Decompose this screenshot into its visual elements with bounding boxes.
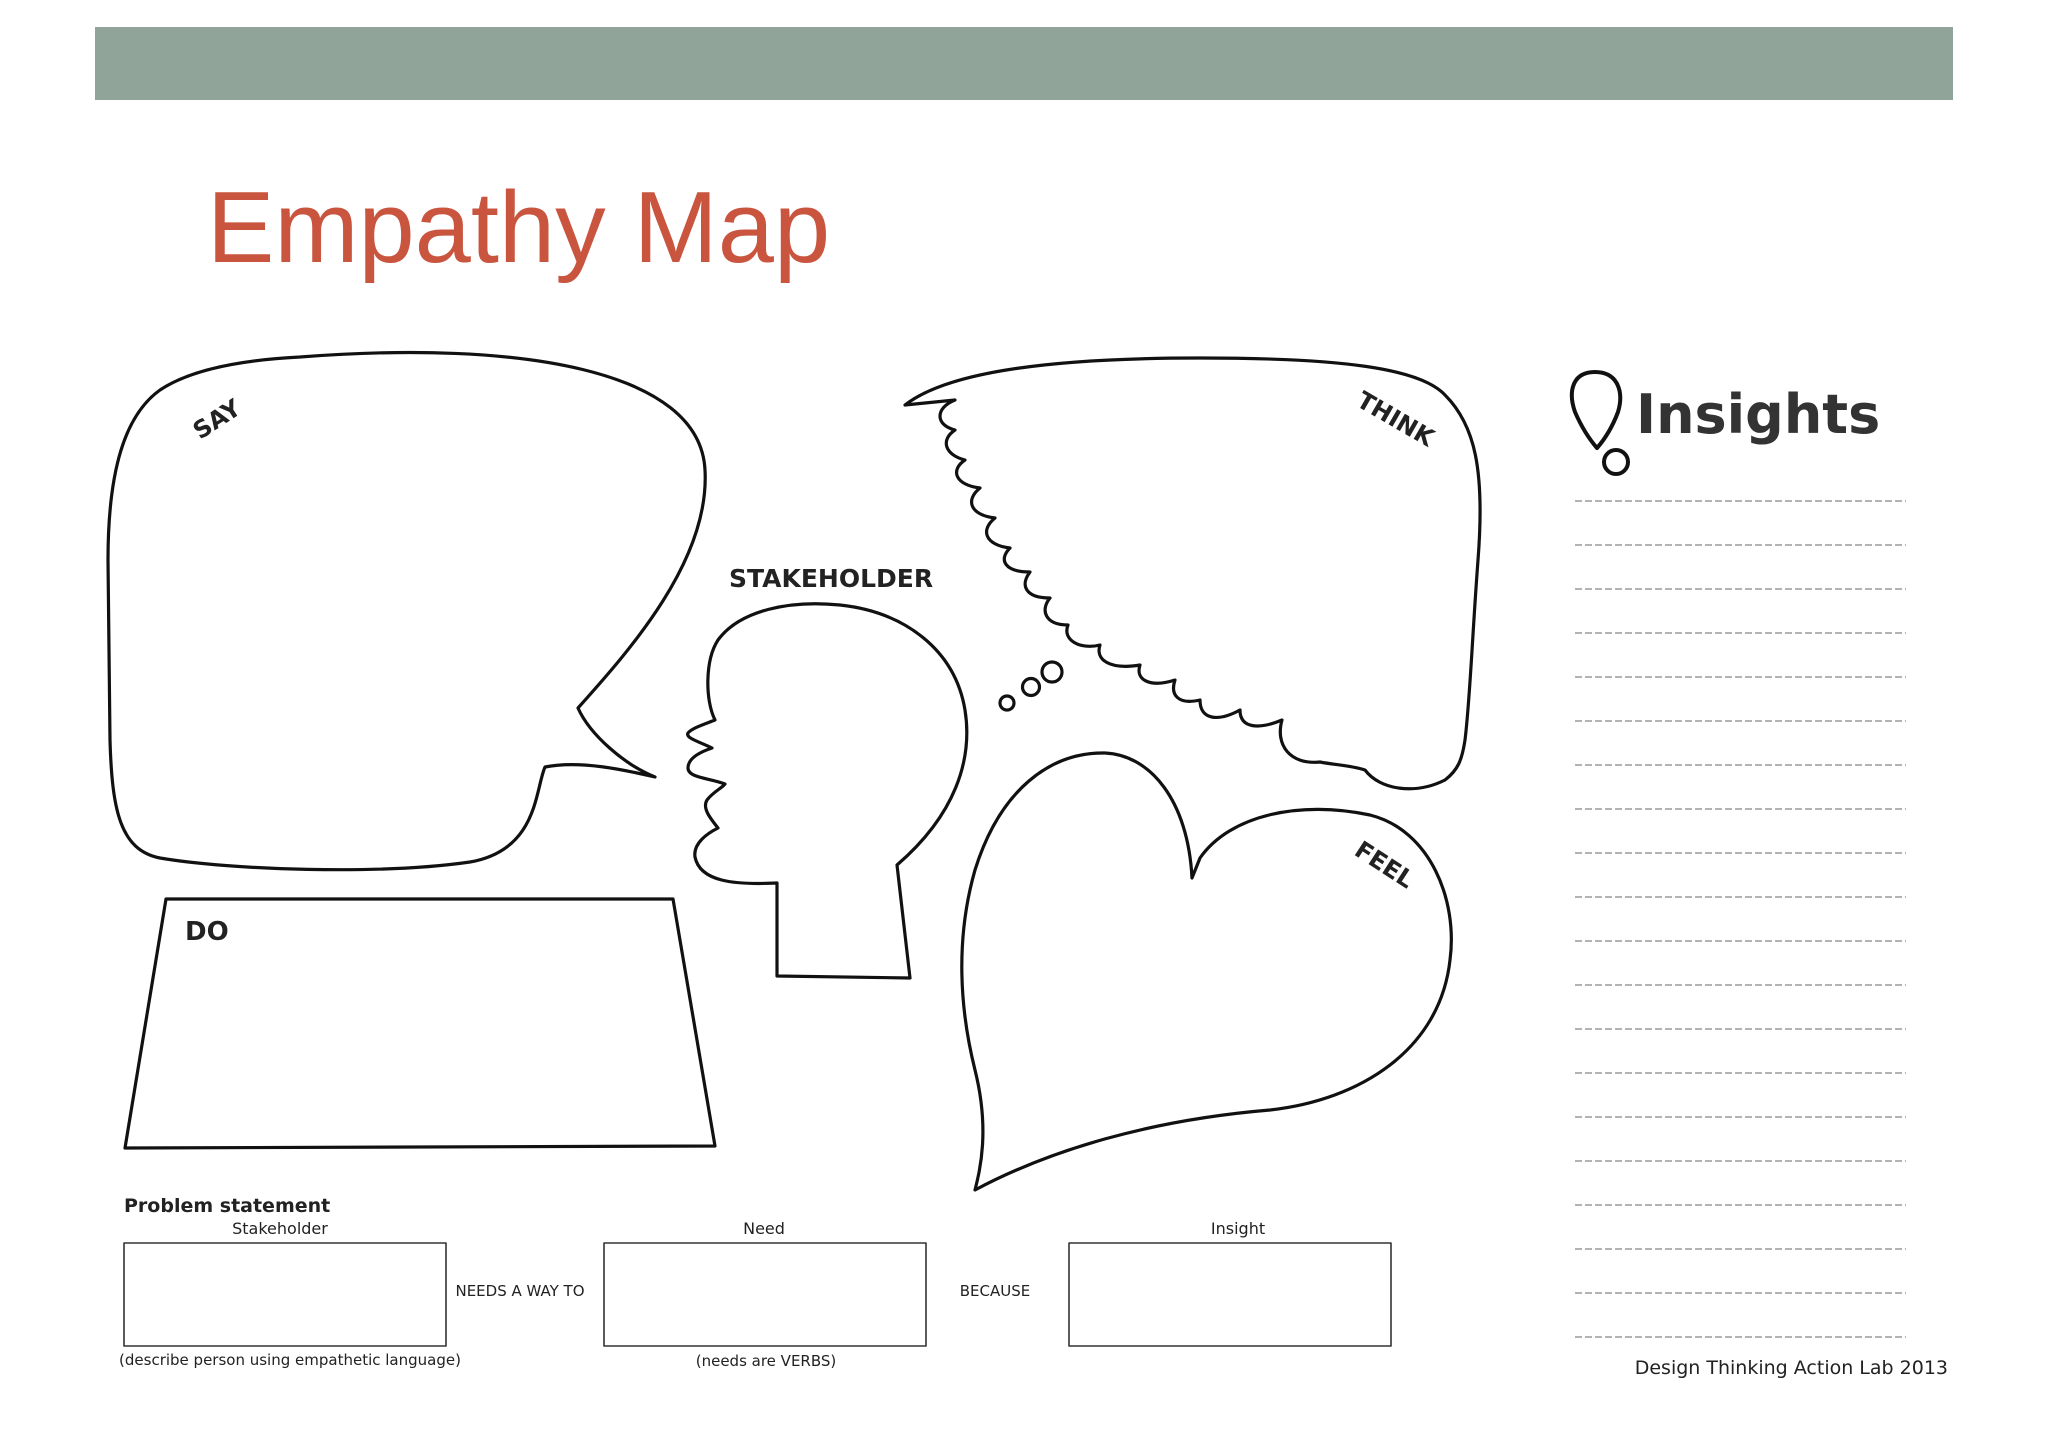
problem-statement-heading: Problem statement (124, 1195, 330, 1217)
say-label: SAY (188, 393, 246, 445)
stakeholder-caption: Stakeholder (232, 1219, 328, 1238)
stakeholder-label: STAKEHOLDER (729, 564, 933, 593)
insight-caption: Insight (1211, 1219, 1265, 1238)
insights-title: Insights (1636, 383, 1880, 446)
do-box[interactable] (123, 897, 717, 1150)
stakeholder-head (686, 602, 969, 980)
do-label: DO (185, 917, 229, 947)
header-bar (95, 27, 1953, 100)
think-label: THINK (1352, 386, 1440, 453)
say-speech-bubble[interactable] (106, 350, 707, 872)
need-input-box[interactable] (603, 1242, 927, 1347)
stakeholder-hint: (describe person using empathetic langua… (119, 1351, 461, 1369)
feel-heart[interactable] (960, 751, 1453, 1192)
footer-credit: Design Thinking Action Lab 2013 (1635, 1357, 1948, 1379)
needs-a-way-to-connector: NEEDS A WAY TO (455, 1282, 584, 1300)
because-connector: BECAUSE (960, 1282, 1030, 1300)
thought-dot-large (1040, 660, 1064, 684)
insight-input-box[interactable] (1068, 1242, 1392, 1347)
thought-dot-medium (1020, 676, 1042, 698)
stakeholder-input-box[interactable] (123, 1242, 447, 1347)
thought-dot-small (998, 694, 1016, 712)
feel-label: FEEL (1350, 836, 1419, 895)
think-cloud-bubble[interactable] (903, 356, 1482, 791)
insights-lines (1575, 500, 1906, 1338)
exclamation-icon (1569, 370, 1630, 476)
slide-title: Empathy Map (207, 172, 831, 284)
need-hint: (needs are VERBS) (696, 1352, 837, 1370)
need-caption: Need (743, 1219, 785, 1238)
